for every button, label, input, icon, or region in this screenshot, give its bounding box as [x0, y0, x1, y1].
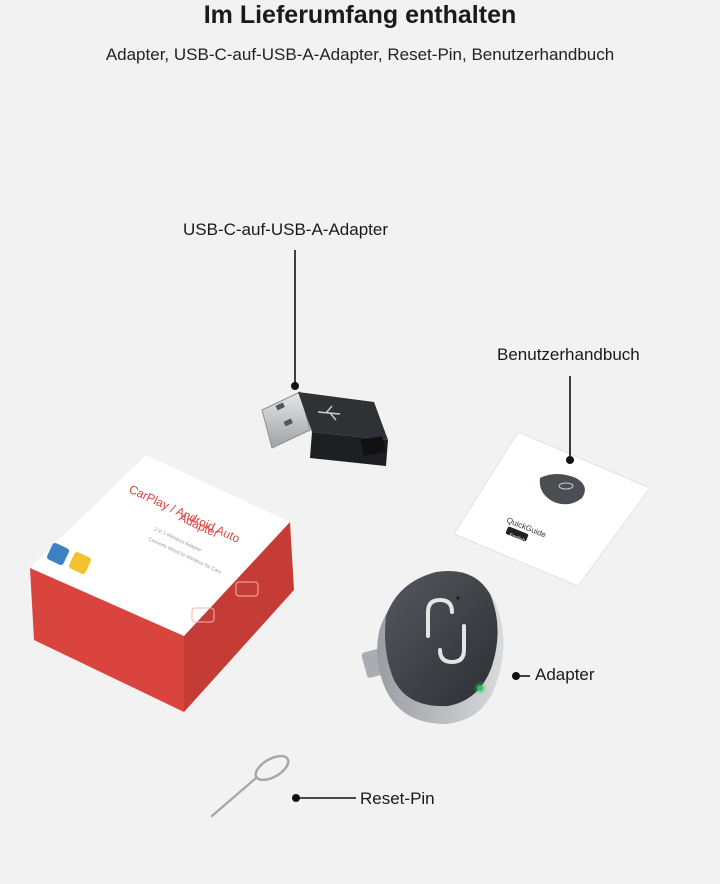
manual-language-badge: English — [508, 532, 526, 544]
user-manual-card: QuickGuide English — [453, 431, 651, 587]
status-led — [477, 685, 483, 691]
box-side-icons — [191, 581, 259, 623]
label-user-manual: Benutzerhandbuch — [497, 345, 640, 364]
page-subtitle: Adapter, USB-C-auf-USB-A-Adapter, Reset-… — [105, 45, 615, 64]
label-adapter: Adapter — [535, 665, 595, 684]
link-logo-icon — [426, 597, 466, 665]
reset-pin — [210, 754, 290, 818]
wireless-adapter — [361, 570, 504, 724]
callout-manual — [566, 376, 574, 464]
label-reset-pin: Reset-Pin — [360, 789, 435, 808]
page-title: Im Lieferumfang enthalten — [203, 1, 517, 29]
manual-adapter-illustration — [539, 474, 585, 505]
usb-icon — [317, 405, 341, 421]
product-box: CarPlay / Android Auto Adapter 2 in 1 Wi… — [30, 455, 294, 712]
callout-reset-pin — [292, 794, 356, 802]
callout-usbc — [291, 250, 299, 390]
callout-adapter — [512, 672, 530, 680]
label-usbc-adapter: USB-C-auf-USB-A-Adapter — [183, 220, 389, 239]
android-auto-logo-icon — [69, 552, 91, 574]
carplay-logo-icon — [47, 543, 69, 565]
usbc-to-usba-adapter — [261, 391, 388, 466]
